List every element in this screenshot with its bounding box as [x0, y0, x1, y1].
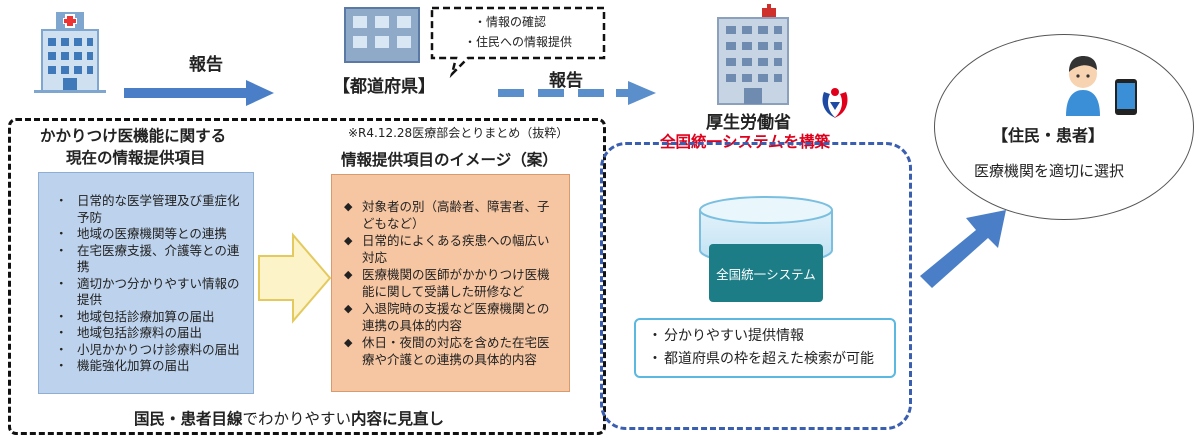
prefecture-building-icon — [343, 6, 421, 64]
current-item: 在宅医療支援、介護等との連携 — [47, 243, 243, 276]
current-item: 機能強化加算の届出 — [47, 358, 243, 375]
report-label-left: 報告 — [189, 55, 223, 75]
system-features-box: 分かりやすい提供情報都道府県の枠を超えた検索が可能 — [634, 318, 896, 378]
current-items-box: 日常的な医学管理及び重症化予防地域の医療機関等との連携在宅医療支援、介護等との連… — [38, 172, 254, 394]
image-item: 入退院時の支援など医療機関との連携の具体的内容 — [340, 301, 555, 334]
speech-item-2: ・住民への情報提供 — [464, 35, 573, 49]
mhlw-label: 厚生労働省 — [706, 113, 791, 133]
citizen-person-icon — [1060, 52, 1106, 116]
citizen-title: 【住民・患者】 — [992, 126, 1105, 145]
review-footer-bold2: 内容に見直し — [351, 410, 445, 428]
system-features-list: 分かりやすい提供情報都道府県の枠を超えた検索が可能 — [648, 325, 886, 371]
image-items-list: 対象者の別（高齢者、障害者、子どもなど）日常的によくある疾患への幅広い対応医療機… — [340, 199, 555, 368]
smartphone-icon — [1114, 78, 1138, 116]
review-footer: 国民・患者目線でわかりやすい内容に見直し — [134, 407, 444, 429]
speech-bubble — [428, 4, 608, 79]
image-item: 日常的によくある疾患への幅広い対応 — [340, 233, 555, 266]
review-footer-bold1: 国民・患者目線 — [134, 410, 243, 428]
current-item: 日常的な医学管理及び重症化予防 — [47, 193, 243, 226]
citizen-action: 医療機関を適切に選択 — [974, 162, 1125, 180]
image-items-title: 情報提供項目のイメージ（案） — [341, 151, 558, 169]
hospital-icon — [30, 6, 110, 96]
current-item: 適切かつ分かりやすい情報の提供 — [47, 276, 243, 309]
transition-arrow — [257, 232, 333, 324]
current-items-title-line2: 現在の情報提供項目 — [66, 149, 206, 167]
system-feature-item: 分かりやすい提供情報 — [648, 325, 886, 348]
system-feature-item: 都道府県の枠を超えた検索が可能 — [648, 348, 886, 371]
review-footer-normal: で — [242, 410, 259, 428]
current-items-title-line1: かかりつけ医機能に関する — [40, 127, 227, 145]
image-item: 医療機関の医師がかかりつけ医機能に関して受講した研修など — [340, 267, 555, 300]
speech-item-1: ・情報の確認 — [474, 15, 547, 29]
source-note: ※R4.12.28医療部会とりまとめ（抜粋） — [348, 126, 569, 140]
unified-system-box: 全国統一システム — [709, 244, 823, 302]
current-item: 地域の医療機関等との連携 — [47, 226, 243, 243]
info-items-panel — [8, 118, 606, 435]
arrow-to-citizen — [918, 208, 1010, 292]
image-item: 対象者の別（高齢者、障害者、子どもなど） — [340, 199, 555, 232]
current-item: 地域包括診療加算の届出 — [47, 309, 243, 326]
unified-system-area — [600, 142, 912, 430]
report-arrow-dashed — [498, 80, 658, 106]
report-label-right: 報告 — [549, 71, 583, 91]
image-item: 休日・夜間の対応を含めた在宅医療や介護との連携の具体的内容 — [340, 335, 555, 368]
image-items-box: 対象者の別（高齢者、障害者、子どもなど）日常的によくある疾患への幅広い対応医療機… — [331, 174, 570, 392]
review-footer-text2: わかりやすい — [258, 410, 352, 428]
mhlw-building-icon — [708, 2, 798, 106]
prefecture-label: 【都道府県】 — [333, 77, 435, 97]
current-items-list: 日常的な医学管理及び重症化予防地域の医療機関等との連携在宅医療支援、介護等との連… — [47, 193, 243, 375]
report-arrow-solid — [124, 80, 274, 106]
current-item: 地域包括診療料の届出 — [47, 325, 243, 342]
unified-system-label: 全国統一システム — [716, 266, 816, 282]
current-item: 小児かかりつけ診療料の届出 — [47, 342, 243, 359]
citizen-area — [934, 34, 1194, 220]
mhlw-logo-icon — [818, 84, 852, 122]
